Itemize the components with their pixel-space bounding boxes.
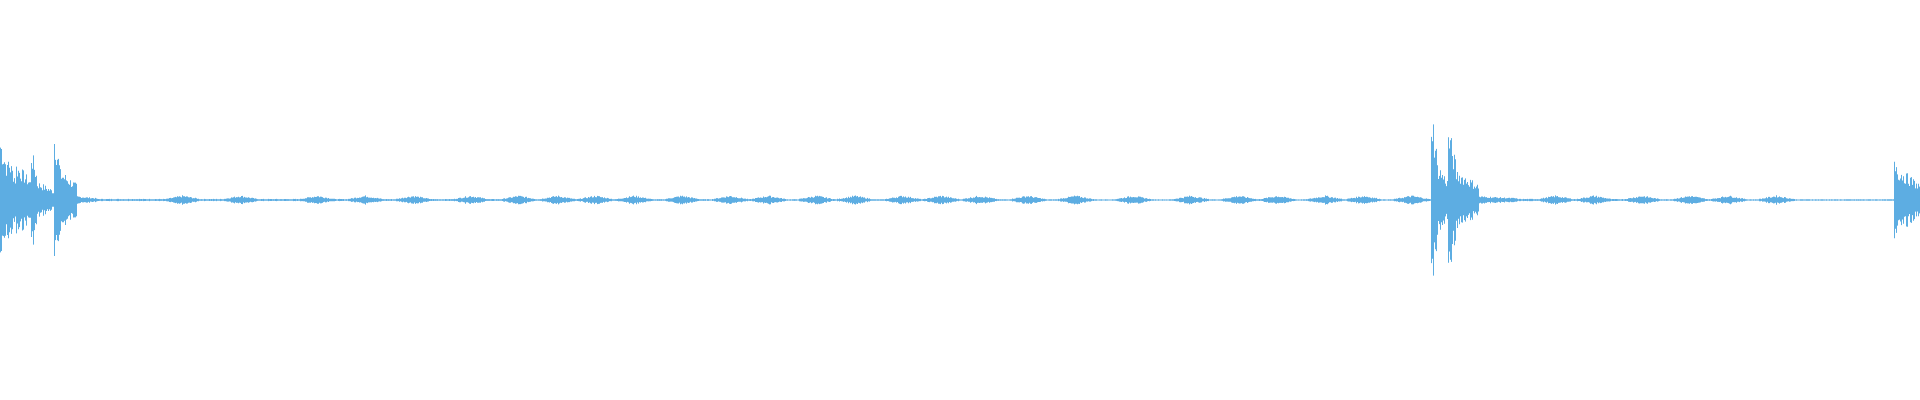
waveform-canvas — [0, 124, 1920, 276]
audio-waveform — [0, 124, 1920, 276]
